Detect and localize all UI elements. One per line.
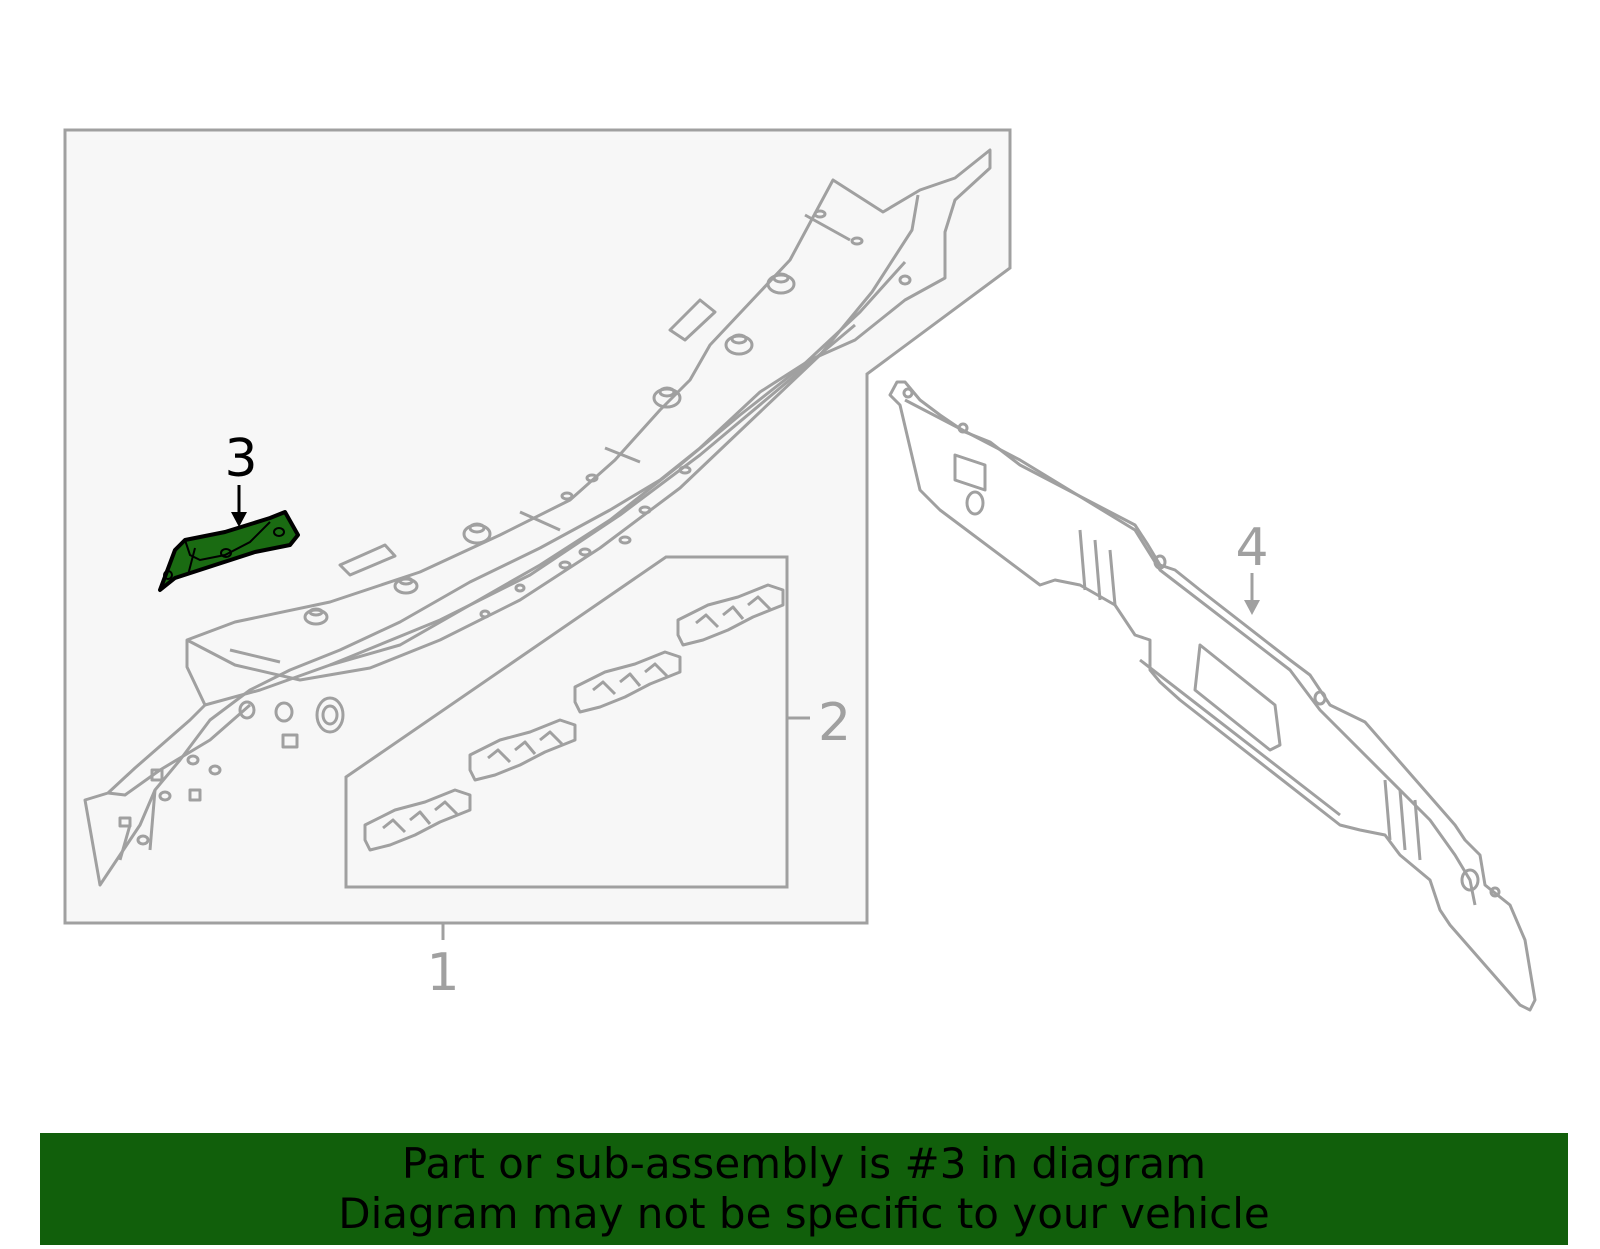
callout-2: 2 <box>818 693 851 753</box>
banner-line-disclaimer: Diagram may not be specific to your vehi… <box>338 1189 1270 1238</box>
reinforcement-brackets <box>363 583 785 852</box>
part-3-highlight <box>158 510 300 592</box>
callout-1: 1 <box>426 943 459 1003</box>
callout-4: 4 <box>1235 518 1268 578</box>
rear-rail-member <box>83 148 992 887</box>
info-banner: Part or sub-assembly is #3 in diagram Di… <box>40 1133 1568 1245</box>
callout-3: 3 <box>224 429 257 489</box>
rear-panel-part-4 <box>888 380 1537 1012</box>
leader-lines <box>231 485 1260 940</box>
banner-line-part-info: Part or sub-assembly is #3 in diagram <box>401 1139 1207 1188</box>
